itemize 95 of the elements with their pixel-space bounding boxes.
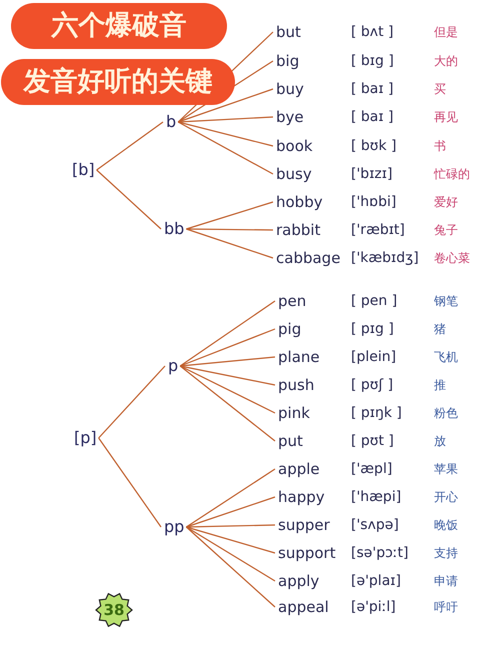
phonetic-transcription: [sə'pɔːt] (351, 544, 408, 563)
chinese-meaning: 卷心菜 (434, 250, 470, 267)
chinese-meaning: 放 (434, 433, 446, 450)
branch-line (96, 122, 164, 170)
branch-line (178, 116, 274, 123)
word-label: push (278, 375, 350, 395)
spelling-label: b (166, 112, 176, 132)
word-label: pink (278, 403, 350, 423)
word-label: apple (278, 459, 350, 479)
phonetic-transcription: [ pʊʃ ] (351, 376, 394, 395)
chinese-meaning: 申请 (434, 573, 458, 590)
phoneme-label: [b] (72, 160, 95, 180)
word-label: cabbage (276, 248, 348, 268)
word-label: happy (278, 487, 350, 507)
word-label: apply (278, 571, 350, 591)
phonetic-transcription: [ baɪ ] (351, 80, 394, 99)
branch-line (98, 366, 166, 438)
word-label: but (276, 22, 348, 42)
phonetic-transcription: [ baɪ ] (351, 108, 394, 127)
phonetic-transcription: ['hɒbi] (351, 193, 396, 212)
branch-line (178, 121, 274, 175)
phonetic-transcription: [ə'plaɪ] (351, 572, 401, 591)
branch-line (186, 496, 276, 528)
branch-line (180, 300, 276, 366)
page-number-badge: 38 (95, 592, 133, 628)
branch-line (186, 228, 274, 259)
branch-line (98, 438, 162, 528)
phonetic-transcription: ['kæbɪdʒ] (351, 249, 419, 268)
phonetic-transcription: [ə'piːl] (351, 598, 396, 617)
word-label: plane (278, 347, 350, 367)
phonetic-transcription: [ bʌt ] (351, 23, 394, 42)
branch-line (178, 88, 274, 123)
phonetic-transcription: [ pen ] (351, 292, 398, 311)
branch-line (186, 526, 276, 582)
spelling-label: pp (164, 517, 184, 537)
branch-line (186, 524, 276, 528)
chinese-meaning: 钢笔 (434, 293, 458, 310)
phonetic-transcription: [ bɪg ] (351, 52, 394, 71)
spelling-label: bb (164, 219, 184, 239)
phonetic-transcription: [ bʊk ] (351, 137, 396, 156)
branch-line (180, 356, 276, 367)
chinese-meaning: 推 (434, 377, 446, 394)
title-banner: 六个爆破音 (14, 6, 224, 46)
chinese-meaning: 晚饭 (434, 517, 458, 534)
phoneme-label: [p] (74, 428, 97, 448)
word-label: big (276, 51, 348, 71)
branch-line (186, 526, 276, 554)
phonetic-transcription: [plein] (351, 348, 396, 367)
branch-line (186, 526, 276, 608)
phonetic-transcription: ['ræbɪt] (351, 221, 405, 240)
spelling-label: p (168, 356, 178, 376)
chinese-meaning: 书 (434, 138, 446, 155)
chinese-meaning: 开心 (434, 489, 458, 506)
chinese-meaning: 苹果 (434, 461, 458, 478)
chinese-meaning: 兔子 (434, 222, 458, 239)
phonetic-transcription: ['bɪzɪ] (351, 165, 392, 184)
chinese-meaning: 买 (434, 81, 446, 98)
phonetic-transcription: [ pɪŋk ] (351, 404, 402, 423)
word-label: supper (278, 515, 350, 535)
branch-line (180, 328, 276, 367)
word-label: rabbit (276, 220, 348, 240)
branch-line (180, 365, 276, 414)
branch-line (186, 228, 273, 231)
word-label: hobby (276, 192, 348, 212)
phonetic-transcription: ['æpl] (351, 460, 392, 479)
branch-line (180, 365, 276, 386)
chinese-meaning: 但是 (434, 24, 458, 41)
chinese-meaning: 粉色 (434, 405, 458, 422)
branch-line (186, 201, 274, 230)
branch-line (186, 468, 276, 528)
branch-line (96, 170, 162, 230)
phonetic-transcription: [ pʊt ] (351, 432, 394, 451)
branch-line (180, 366, 276, 442)
chinese-meaning: 猪 (434, 321, 446, 338)
word-label: bye (276, 107, 348, 127)
chinese-meaning: 呼吁 (434, 599, 458, 616)
subtitle-banner: 发音好听的关键 (4, 62, 232, 102)
phonetic-transcription: [ pɪg ] (351, 320, 394, 339)
word-label: pen (278, 291, 350, 311)
chinese-meaning: 再见 (434, 109, 458, 126)
word-label: busy (276, 164, 348, 184)
chinese-meaning: 飞机 (434, 349, 458, 366)
word-label: appeal (278, 597, 350, 617)
word-label: pig (278, 319, 350, 339)
chinese-meaning: 爱好 (434, 194, 458, 211)
chinese-meaning: 忙碌的 (434, 166, 470, 183)
word-label: book (276, 136, 348, 156)
chinese-meaning: 大的 (434, 53, 458, 70)
branch-line (178, 121, 274, 147)
phonetic-transcription: ['hæpi] (351, 488, 402, 507)
word-label: put (278, 431, 350, 451)
chinese-meaning: 支持 (434, 545, 458, 562)
word-label: buy (276, 79, 348, 99)
phonetic-transcription: ['sʌpə] (351, 516, 399, 535)
word-label: support (278, 543, 350, 563)
